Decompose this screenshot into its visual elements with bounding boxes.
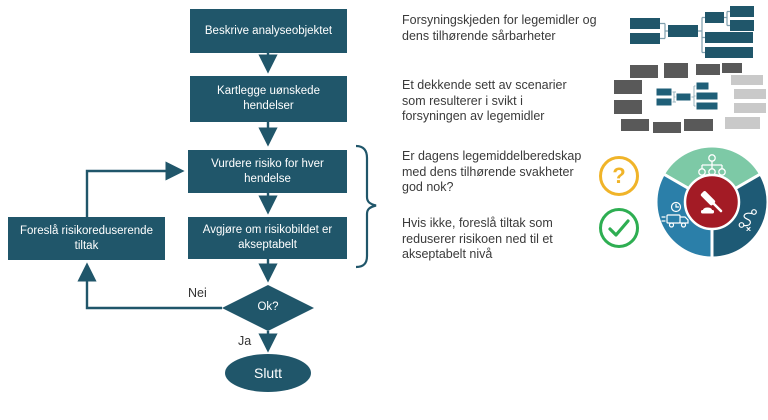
org-hierarchy-icon (698, 154, 726, 176)
terminator-label: Slutt (253, 365, 282, 381)
flow-step-describe: Beskrive analyseobjektet (190, 9, 347, 53)
edge-label-no: Nei (188, 286, 207, 300)
annotation-line: Hvis ikke, foreslå tiltak som (402, 216, 553, 230)
gavel-icon (700, 191, 723, 214)
supply-route-icon (738, 209, 757, 232)
annotation-line: akseptabelt nivå (402, 247, 493, 261)
flow-step-propose-measures: Foreslå risikoreduserende tiltak (8, 217, 165, 260)
scenario-cluster-icon (612, 62, 768, 138)
decision-label: Ok? (257, 301, 279, 313)
annotation-measures: Hvis ikke, foreslå tiltak som reduserer … (402, 216, 553, 263)
annotation-line: Er dagens legemiddelberedskap (402, 149, 582, 163)
supply-chain-tree-icon (624, 4, 764, 60)
annotation-line: god nok? (402, 180, 454, 194)
delivery-truck-clock-icon (661, 201, 689, 228)
flowchart-connectors (77, 53, 377, 392)
annotation-line: dens tilhørende sårbarheter (402, 28, 556, 43)
annotation-supply-chain: Forsyningskjeden for legemidler og dens … (402, 13, 597, 44)
check-circle-icon (599, 208, 639, 248)
question-mark-circle-icon: ? (599, 156, 639, 196)
annotation-line: forsyningen av legemidler (402, 109, 545, 123)
annotation-line: Et dekkende sett av scenarier (402, 78, 567, 92)
preparedness-wheel-icon (655, 145, 768, 259)
annotation-line: reduserer risikoen ned til et (402, 231, 553, 246)
flow-step-assess-risk: Vurdere risiko for hver hendelse (188, 150, 347, 193)
annotation-line: Forsyningskjeden for legemidler og (402, 13, 597, 27)
flow-step-decide-acceptable: Avgjøre om risikobildet er akseptabelt (188, 217, 347, 259)
edge-label-yes: Ja (238, 334, 252, 348)
annotation-line: med dens tilhørende svakheter (402, 164, 574, 179)
flow-step-map-events: Kartlegge uønskede hendelser (190, 76, 347, 122)
annotation-preparedness-question: Er dagens legemiddelberedskap med dens t… (402, 149, 581, 196)
annotation-line: som resulterer i svikt i (402, 93, 523, 108)
annotation-scenarios: Et dekkende sett av scenarier som result… (402, 78, 567, 125)
